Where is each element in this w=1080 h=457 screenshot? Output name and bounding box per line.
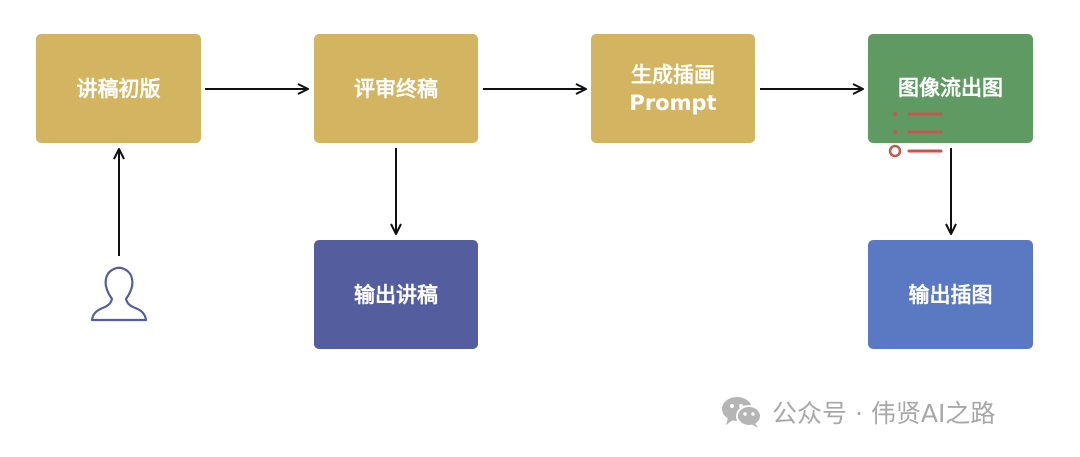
node-generate-prompt-label-line1: 生成插画: [631, 62, 715, 87]
node-output-illustration: 输出插图: [868, 240, 1033, 349]
wechat-icon: [720, 395, 764, 429]
node-generate-prompt: 生成插画 Prompt: [591, 34, 755, 143]
node-output-script: 输出讲稿: [314, 240, 478, 349]
node-review-final-label: 评审终稿: [354, 76, 438, 101]
node-output-illustration-label: 输出插图: [908, 282, 993, 307]
node-script-draft: 讲稿初版: [36, 34, 201, 143]
node-image-flow: 图像流出图: [868, 34, 1033, 143]
node-generate-prompt-label-line2: Prompt: [629, 90, 717, 115]
node-output-script-label: 输出讲稿: [354, 282, 438, 307]
watermark: 公众号 · 伟贤AI之路: [720, 392, 995, 432]
user-icon: [90, 266, 148, 322]
watermark-text: 公众号 · 伟贤AI之路: [772, 399, 996, 428]
node-review-final: 评审终稿: [314, 34, 478, 143]
node-script-draft-label: 讲稿初版: [76, 76, 161, 101]
node-image-flow-label: 图像流出图: [898, 76, 1003, 100]
